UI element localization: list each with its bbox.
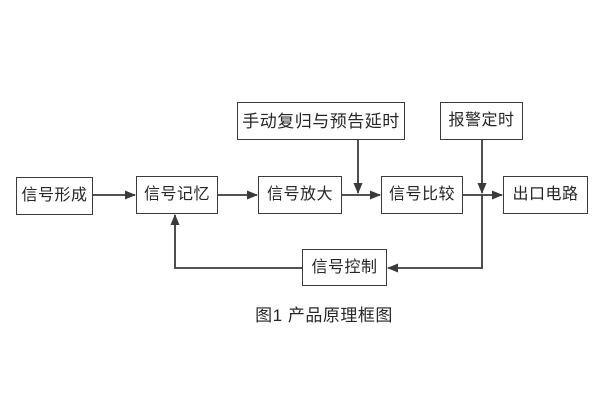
node-signal-amplification: 信号放大 bbox=[258, 176, 342, 214]
node-manual-reset-delay: 手动复归与预告延时 bbox=[237, 102, 405, 140]
node-signal-memory: 信号记忆 bbox=[136, 176, 218, 214]
figure-caption: 图1 产品原理框图 bbox=[255, 306, 393, 325]
edge-junction-to-signal-control bbox=[387, 195, 483, 273]
node-alarm-timing: 报警定时 bbox=[440, 102, 523, 140]
node-signal-control: 信号控制 bbox=[302, 249, 387, 286]
node-signal-formation: 信号形成 bbox=[16, 177, 93, 215]
node-signal-comparison: 信号比较 bbox=[381, 176, 463, 214]
node-outlet-circuit: 出口电路 bbox=[503, 176, 588, 214]
edge-signal-control-to-memory bbox=[170, 214, 302, 269]
